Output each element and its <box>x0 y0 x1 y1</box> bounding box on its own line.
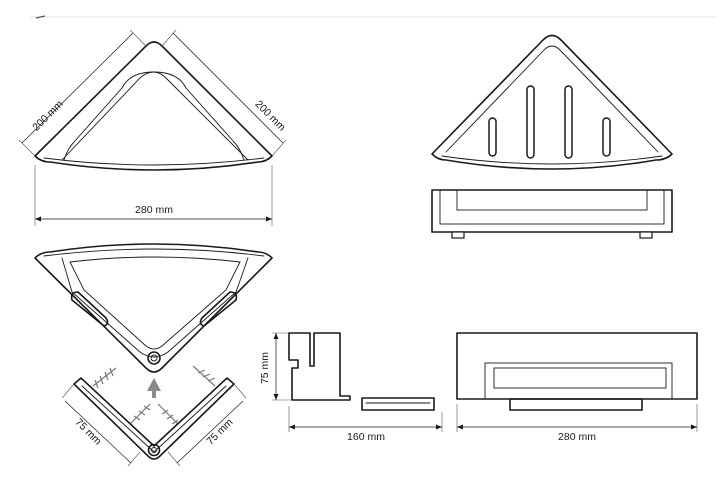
shelf-top-basin <box>63 71 245 161</box>
dim-profile-height: 75 mm <box>259 332 292 401</box>
screw-icon <box>157 403 179 425</box>
large-front-base <box>509 398 643 411</box>
dim-bracket-right-label: 75 mm <box>204 416 235 447</box>
bracket-inner-edge <box>81 385 227 453</box>
dim-profile-height-label: 75 mm <box>259 352 271 384</box>
profile-base <box>361 397 435 411</box>
front-elevation-large <box>456 332 698 411</box>
screw-icon <box>192 365 216 387</box>
dim-bracket-left-label: 75 mm <box>73 416 104 447</box>
dim-front-width-label: 280 mm <box>558 431 596 443</box>
screw-icon <box>92 367 117 389</box>
drain-slot-3 <box>564 85 573 159</box>
shelf-top-rim-front <box>43 157 265 166</box>
front-foot-left <box>451 231 465 239</box>
drain-slot-1 <box>488 117 497 157</box>
front-inner <box>439 189 665 225</box>
dim-width-top-label: 280 mm <box>135 204 173 216</box>
wall-bracket <box>73 377 235 460</box>
drain-hole-bottom <box>147 351 161 365</box>
dim-side-left-label: 200 mm <box>30 98 65 133</box>
profile-outline <box>288 332 351 401</box>
dim-side-left: 200 mm <box>18 29 147 157</box>
shelf-slotted-view <box>431 34 673 170</box>
slotted-outer <box>431 34 673 170</box>
dim-profile-depth: 160 mm <box>288 406 443 443</box>
shelf-bottom-outer <box>34 243 273 373</box>
top-rule-tick <box>35 15 46 19</box>
mounting-hints <box>92 365 216 425</box>
large-front-lip <box>493 367 667 389</box>
drain-hole-bottom-inner <box>150 354 158 362</box>
shelf-bottom-basin <box>61 257 249 358</box>
front-elevation-small <box>431 189 673 239</box>
bracket-slot-right <box>199 291 238 327</box>
screw-icon <box>129 403 151 425</box>
dim-side-right-label: 200 mm <box>252 98 287 133</box>
slotted-inner <box>445 45 659 153</box>
dim-profile-depth-label: 160 mm <box>347 431 385 443</box>
front-body <box>431 189 673 233</box>
shelf-bottom-rim <box>43 248 265 257</box>
dim-front-width: 280 mm <box>456 404 698 443</box>
bracket-hole-inner <box>151 447 157 453</box>
bracket-slot-left <box>70 291 109 327</box>
drain-slot-2 <box>526 85 535 159</box>
shelf-top-inner <box>61 71 249 161</box>
slotted-front-rim <box>441 155 663 165</box>
front-recess <box>456 189 648 211</box>
dim-width-top: 280 mm <box>34 165 273 226</box>
front-foot-right <box>639 231 653 239</box>
large-front-body <box>456 332 698 400</box>
shelf-bottom-inner <box>69 256 241 350</box>
drain-slot-4 <box>602 117 611 157</box>
shelf-top-view <box>34 41 273 171</box>
side-profile <box>288 332 435 411</box>
shelf-top-outer <box>34 41 273 171</box>
bracket-outline <box>73 377 235 460</box>
shelf-bottom-view <box>34 243 273 373</box>
up-arrow-icon <box>147 378 161 398</box>
bracket-hole <box>147 443 161 457</box>
